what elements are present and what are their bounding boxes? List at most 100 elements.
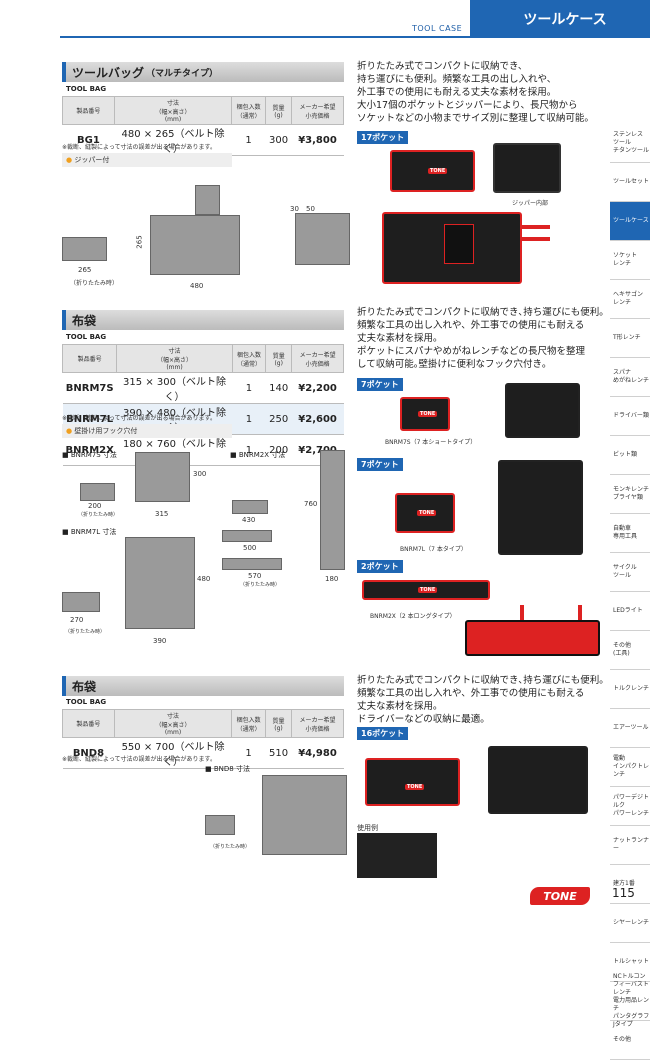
- sidebar-item[interactable]: モンキレンチ プライヤ類: [610, 475, 650, 514]
- tone-logo: TONE: [418, 411, 438, 417]
- open-diagram: [125, 537, 195, 629]
- size-note: ※裁断、縫製によって寸法の誤差が出る場合があります。: [62, 144, 216, 151]
- sidebar-item[interactable]: NCトルコン フィーバストレンチ 電力用品レンチ パンタグラフ Jタイプ: [610, 973, 650, 1028]
- tone-logo: TONE: [405, 784, 425, 790]
- cell-weight: 140: [265, 372, 292, 404]
- diagram-label: ■ BNRM7L 寸法: [62, 528, 117, 536]
- label-text: BNRM2X 寸法: [238, 451, 286, 459]
- sidebar-item[interactable]: 電動 インパクトレンチ: [610, 748, 650, 787]
- strap: [520, 237, 550, 241]
- usage-photo: [357, 833, 437, 878]
- cell-weight: 300: [265, 124, 292, 156]
- cell-price: ¥3,800: [291, 124, 344, 156]
- section-subtitle: TOOL BAG: [66, 333, 107, 341]
- diagram-label: ■ BNRM2X 寸法: [230, 451, 286, 459]
- sidebar-item[interactable]: ソケット レンチ: [610, 241, 650, 280]
- dim-label: 390: [153, 637, 167, 645]
- th-weight: 質量 (g): [265, 709, 293, 738]
- cell-code: BNRM7S: [62, 372, 117, 404]
- label-text: BNRM7L 寸法: [70, 528, 117, 536]
- pocket-badge: 7ポケット: [357, 458, 403, 471]
- sidebar-item[interactable]: ステンレス ツール チタンツール: [610, 124, 650, 163]
- cell-price: ¥2,600: [291, 403, 344, 435]
- dim-label: 570: [248, 572, 262, 580]
- sidebar-item[interactable]: T形レンチ: [610, 319, 650, 358]
- th-price: メーカー希望 小売価格: [291, 709, 344, 738]
- cell-size: 315 × 300（ベルト除く）: [116, 372, 233, 404]
- bag-photo-bnrm2x-folded: TONE: [362, 580, 490, 600]
- bag-photo-open: [382, 212, 522, 284]
- folded-diagram: [62, 237, 107, 261]
- fold-caption: （折りたたみ時）: [210, 844, 251, 850]
- fold-caption: （折りたたみ時）: [65, 629, 106, 635]
- sidebar-item[interactable]: その他: [610, 1021, 650, 1060]
- sidebar-item[interactable]: 自動車 専用工具: [610, 514, 650, 553]
- section-title-bnrm: 布袋: [62, 310, 344, 330]
- product-description: 折りたたみ式でコンパクトに収納でき､持ち運びにも便利｡ 頻繁な工具の出し入れや、…: [357, 675, 605, 725]
- cell-weight: 510: [265, 737, 292, 769]
- page-number: 115: [612, 886, 635, 900]
- cell-code: BG1: [62, 124, 115, 156]
- folded-diagram: [80, 483, 115, 501]
- strap: [520, 225, 550, 229]
- photo-caption: BNRM7L（7 本タイプ）: [400, 546, 467, 553]
- cell-code: BNRM2X: [62, 434, 117, 466]
- th-weight: 質量 (g): [265, 344, 293, 373]
- cell-weight: 200: [265, 434, 292, 466]
- sidebar-item[interactable]: ドライバー類: [610, 397, 650, 436]
- tone-logo: TONE: [530, 887, 590, 905]
- sidebar-item[interactable]: ヘキサゴン レンチ: [610, 280, 650, 319]
- bag-photo-zipper: [493, 143, 561, 193]
- sidebar-item[interactable]: その他 (工具): [610, 631, 650, 670]
- tone-logo: TONE: [428, 168, 448, 174]
- cell-pack: 1: [232, 434, 266, 466]
- sidebar-item[interactable]: スパナ めがねレンチ: [610, 358, 650, 397]
- th-price: メーカー希望 小売価格: [291, 96, 344, 125]
- th-pack: 梱包入数 （通常）: [231, 96, 267, 125]
- sidebar-item[interactable]: ツールケース: [610, 202, 650, 241]
- sidebar-item[interactable]: エアーツール: [610, 709, 650, 748]
- bag-photo-bnrm7l-folded: TONE: [395, 493, 455, 533]
- pocket-badge: 7ポケット: [357, 378, 403, 391]
- side-diagram: [295, 213, 350, 265]
- spec-table-bnd8: 製品番号 寸法 （幅×高さ） (mm) 梱包入数 （通常） 質量 (g) メーカ…: [62, 709, 344, 769]
- bag-photo-bnrm7l-open: [498, 460, 583, 555]
- sidebar-item[interactable]: シヤーレンチ: [610, 904, 650, 943]
- photo-caption: BNRM7S（7 本ショートタイプ）: [385, 439, 477, 446]
- th-pack: 梱包入数 （通常）: [231, 344, 267, 373]
- sidebar-item[interactable]: パワーデジトルク パワーレンチ: [610, 787, 650, 826]
- sidebar-item[interactable]: トルクレンチ: [610, 670, 650, 709]
- sidebar-item[interactable]: トルシャット: [610, 943, 650, 982]
- tone-logo: TONE: [418, 587, 438, 593]
- sidebar-item[interactable]: ビット類: [610, 436, 650, 475]
- dim-label: 30: [290, 205, 299, 213]
- dim-label: 315: [155, 510, 169, 518]
- spec-table-bg1: 製品番号 寸法 （幅×高さ） (mm) 梱包入数 （通常） 質量 (g) メーカ…: [62, 96, 344, 156]
- dim-label: 50: [306, 205, 315, 213]
- dim-label: 480: [197, 575, 211, 583]
- th-pack: 梱包入数 （通常）: [231, 709, 267, 738]
- cell-price: ¥2,200: [291, 372, 344, 404]
- folded-diagram: [205, 815, 235, 835]
- open-diagram: [320, 450, 345, 570]
- bag-photo-folded: TONE: [390, 150, 475, 192]
- strap: [520, 605, 524, 620]
- th-weight: 質量 (g): [265, 96, 293, 125]
- pocket-badge: 2ポケット: [357, 560, 403, 573]
- th-code: 製品番号: [61, 344, 118, 373]
- sidebar-item[interactable]: LEDライト: [610, 592, 650, 631]
- feature-badge: 壁掛け用フック穴付: [62, 424, 232, 438]
- section-subtitle: TOOL BAG: [66, 85, 107, 93]
- sidebar-item[interactable]: サイクル ツール: [610, 553, 650, 592]
- sidebar-item[interactable]: ナットランナー: [610, 826, 650, 865]
- header-rule: [60, 36, 610, 38]
- sidebar-item[interactable]: ツールセット: [610, 163, 650, 202]
- cell-weight: 250: [265, 403, 292, 435]
- tone-logo: TONE: [417, 510, 437, 516]
- sidebar-item[interactable]: 建方1番: [610, 865, 650, 904]
- cell-size: 550 × 700（ベルト除く）: [114, 737, 232, 769]
- bag-photo-bnd8-open: [488, 746, 588, 814]
